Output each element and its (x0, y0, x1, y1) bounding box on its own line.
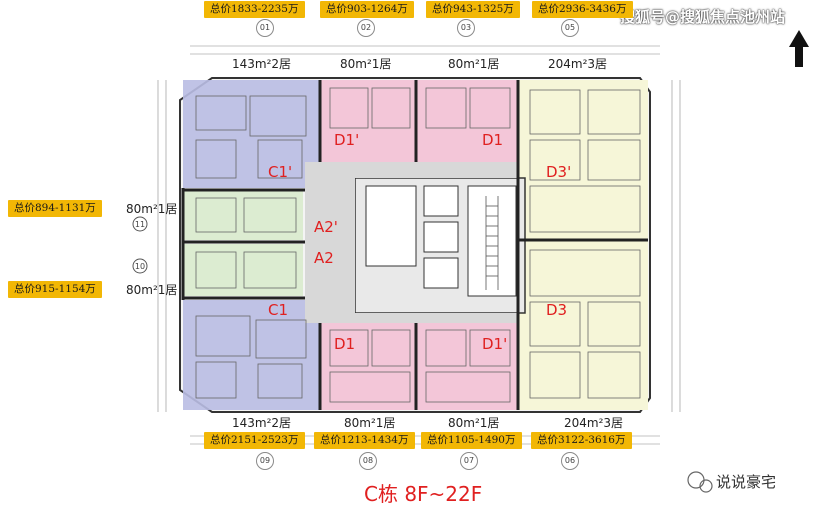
axis-label-10: 10 (135, 262, 145, 271)
price-tag-07: 总价1105-1490万 (421, 432, 522, 449)
watermark: 搜狐号@搜狐焦点池州站 (620, 8, 786, 26)
axis-mark-11 (132, 216, 148, 232)
zone-c1-bottom (183, 300, 320, 410)
unit-number-09: 09 (256, 452, 274, 470)
unit-number-03: 03 (457, 19, 475, 37)
zone-d3-top (518, 80, 648, 240)
zone-d1-bottom-right (416, 318, 518, 410)
zone-a2-bottom (183, 244, 303, 296)
zone-tag-d1-prime-top: D1' (334, 131, 360, 149)
price-tag-left-1: 总价894-1131万 (8, 200, 102, 217)
unit-label-left-1: 80m²1居 (126, 202, 178, 216)
page-title: C栋 8F~22F (364, 482, 483, 506)
zone-tag-d3-prime: D3' (546, 163, 572, 181)
zone-tag-a2-prime: A2' (314, 218, 338, 236)
zone-tag-d1-bottom: D1 (334, 335, 356, 353)
unit-label-bottom-3: 80m²1居 (448, 416, 500, 430)
price-tag-06: 总价3122-3616万 (531, 432, 632, 449)
axis-label-11: 11 (135, 220, 145, 229)
zone-tag-c1-prime: C1' (268, 163, 293, 181)
unit-label-left-2: 80m²1居 (126, 283, 178, 297)
price-tag-08: 总价1213-1434万 (314, 432, 415, 449)
zone-tag-a2: A2 (314, 249, 334, 267)
unit-number-02: 02 (357, 19, 375, 37)
zone-tag-d1-prime-bottom: D1' (482, 335, 508, 353)
price-tag-02: 总价903-1264万 (320, 1, 414, 18)
zone-tag-d3: D3 (546, 301, 568, 319)
wechat-icon (687, 471, 713, 493)
price-tag-05: 总价2936-3436万 (532, 1, 633, 18)
unit-number-06: 06 (561, 452, 579, 470)
brand-name: 说说豪宅 (716, 473, 777, 491)
price-tag-left-2: 总价915-1154万 (8, 281, 102, 298)
price-tag-09: 总价2151-2523万 (204, 432, 305, 449)
unit-label-bottom-1: 143m²2居 (232, 416, 292, 430)
unit-number-01: 01 (256, 19, 274, 37)
unit-label-top-2: 80m²1居 (340, 57, 392, 71)
unit-number-07: 07 (460, 452, 478, 470)
zone-d1-top-right (416, 80, 518, 162)
unit-label-top-4: 204m²3居 (548, 57, 608, 71)
zone-a2-top (183, 190, 303, 240)
zone-tag-d1-top: D1 (482, 131, 504, 149)
unit-label-top-3: 80m²1居 (448, 57, 500, 71)
price-tag-01: 总价1833-2235万 (204, 1, 305, 18)
zone-c1-top (183, 80, 320, 188)
unit-number-08: 08 (359, 452, 377, 470)
unit-number-05: 05 (561, 19, 579, 37)
north-arrow-icon (789, 30, 809, 67)
unit-label-bottom-4: 204m²3居 (564, 416, 624, 430)
unit-label-top-1: 143m²2居 (232, 57, 292, 71)
unit-label-bottom-2: 80m²1居 (344, 416, 396, 430)
zone-tag-c1: C1 (268, 301, 289, 319)
zone-d3-bottom (518, 240, 648, 410)
price-tag-03: 总价943-1325万 (426, 1, 520, 18)
axis-mark-10 (132, 258, 148, 274)
